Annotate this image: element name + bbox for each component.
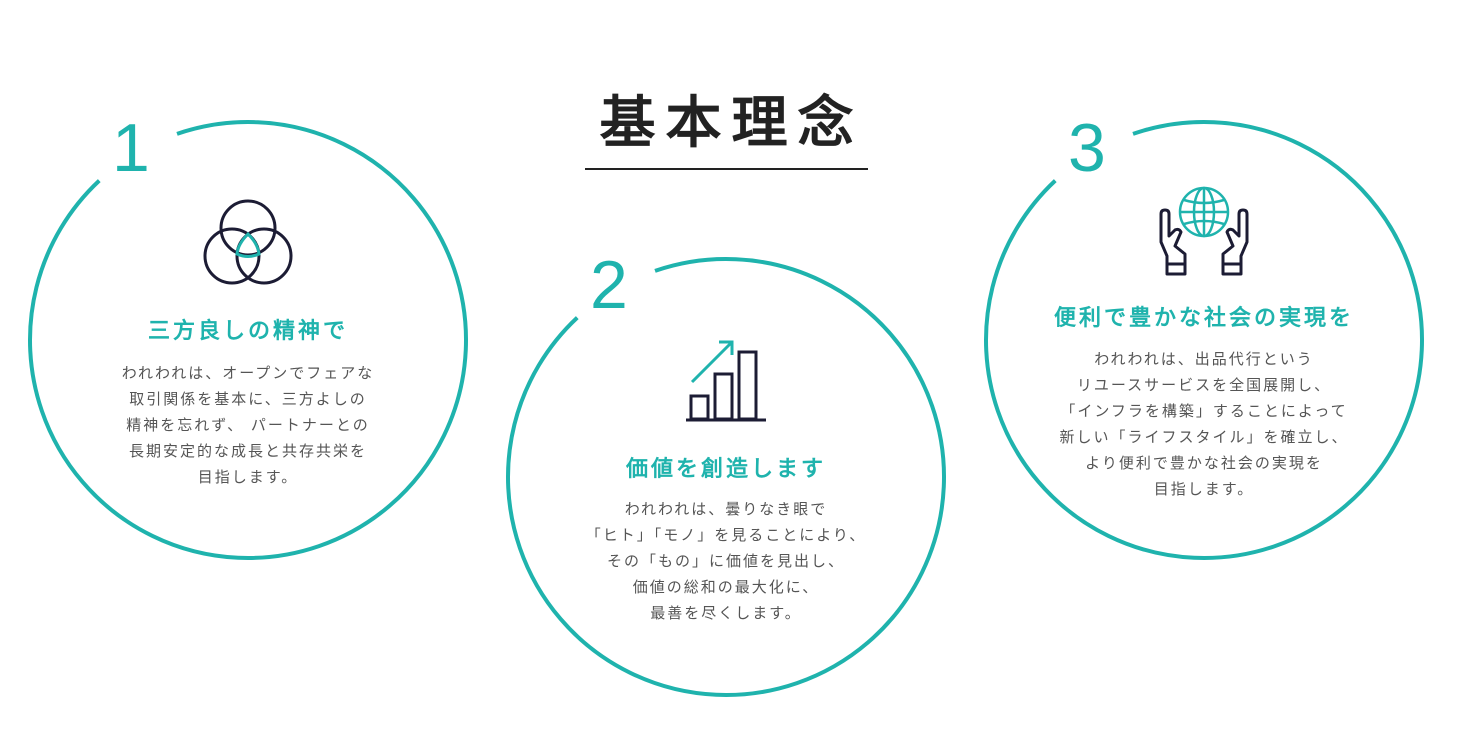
principle-body: われわれは、曇りなき眼で 「ヒト」「モノ」を見ることにより、 その「もの」に価値… bbox=[585, 500, 867, 622]
principle-body: われわれは、オープンでフェアな 取引関係を基本に、三方よしの 精神を忘れず、 パ… bbox=[121, 364, 375, 486]
principle-body: われわれは、出品代行という リユースサービスを全国展開し、 「インフラを構築」す… bbox=[1059, 350, 1349, 498]
hands-globe-icon bbox=[1159, 186, 1249, 276]
principle-title: 便利で豊かな社会の実現を bbox=[1053, 306, 1354, 331]
principle-number: 3 bbox=[1068, 110, 1106, 186]
growth-chart-icon bbox=[686, 340, 766, 422]
principle-number: 2 bbox=[590, 247, 628, 323]
ring-1 bbox=[28, 120, 468, 560]
principle-title: 三方良しの精神で bbox=[147, 319, 348, 344]
ring-3 bbox=[984, 120, 1424, 560]
three-circles-icon bbox=[203, 199, 293, 285]
principle-number: 1 bbox=[112, 110, 150, 186]
page-title: 基本理念 bbox=[599, 91, 864, 156]
principle-title: 価値を創造します bbox=[625, 457, 826, 482]
title-underline bbox=[585, 168, 868, 170]
